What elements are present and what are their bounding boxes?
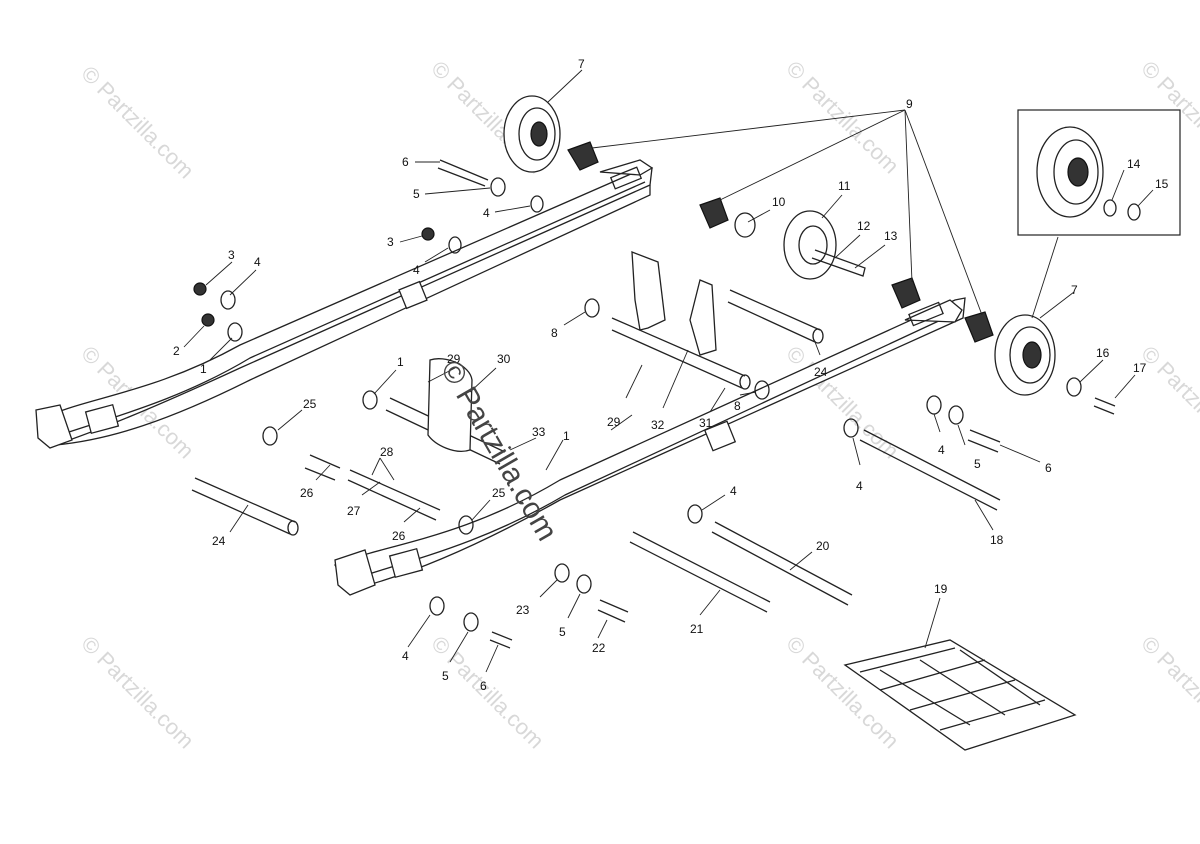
callout-6: 6 xyxy=(402,155,409,169)
callout-30: 30 xyxy=(497,352,511,366)
center-bracket xyxy=(611,251,751,390)
callout-27: 27 xyxy=(347,504,361,518)
callout-4: 4 xyxy=(938,443,945,457)
shafts xyxy=(191,159,1116,649)
callout-1: 1 xyxy=(200,362,207,376)
callout-9: 9 xyxy=(906,97,913,111)
callout-4: 4 xyxy=(254,255,261,269)
callout-14: 14 xyxy=(1127,157,1141,171)
scraper-bracket xyxy=(427,358,473,452)
callout-5: 5 xyxy=(974,457,981,471)
callout-7: 7 xyxy=(1071,283,1078,297)
callout-8: 8 xyxy=(551,326,558,340)
callout-7: 7 xyxy=(578,57,585,71)
leader-lines xyxy=(183,69,1154,673)
callout-22: 22 xyxy=(592,641,606,655)
callout-26: 26 xyxy=(392,529,406,543)
callout-31: 31 xyxy=(699,416,713,430)
callout-4: 4 xyxy=(413,263,420,277)
callout-29: 29 xyxy=(607,415,621,429)
watermark: © Partzilla.com xyxy=(1136,341,1200,464)
callout-1: 1 xyxy=(397,355,404,369)
right-slide-rail xyxy=(334,297,966,596)
callout-17: 17 xyxy=(1133,361,1147,375)
callout-24: 24 xyxy=(212,534,226,548)
callout-4: 4 xyxy=(402,649,409,663)
idler-wheel-center xyxy=(783,210,866,280)
callout-18: 18 xyxy=(990,533,1004,547)
callout-16: 16 xyxy=(1096,346,1110,360)
left-slide-rail xyxy=(35,159,654,449)
inset-wheel xyxy=(1036,126,1141,221)
callout-15: 15 xyxy=(1155,177,1169,191)
callout-19: 19 xyxy=(934,582,948,596)
watermark: © Partzilla.com xyxy=(76,631,199,754)
callout-26: 26 xyxy=(300,486,314,500)
callout-11: 11 xyxy=(838,179,851,193)
callout-3: 3 xyxy=(387,235,394,249)
callout-6: 6 xyxy=(1045,461,1052,475)
callout-23: 23 xyxy=(516,603,530,617)
track-clip-set xyxy=(843,639,1077,751)
washers xyxy=(193,177,1082,632)
callout-6: 6 xyxy=(480,679,487,693)
callout-8: 8 xyxy=(734,399,741,413)
callout-24: 24 xyxy=(814,365,828,379)
idler-wheel-right xyxy=(994,314,1056,396)
callout-labels: 7 9 6 5 4 3 4 3 4 2 1 10 11 12 13 14 15 … xyxy=(173,57,1169,693)
watermark: © Partzilla.com xyxy=(426,631,549,754)
callout-13: 13 xyxy=(884,229,898,243)
callout-33: 33 xyxy=(532,425,546,439)
callout-25: 25 xyxy=(303,397,317,411)
callout-29: 29 xyxy=(447,352,461,366)
bearing-caps xyxy=(567,141,994,343)
callout-21: 21 xyxy=(690,622,704,636)
callout-5: 5 xyxy=(442,669,449,683)
callout-5: 5 xyxy=(559,625,566,639)
callout-1: 1 xyxy=(563,429,570,443)
callout-10: 10 xyxy=(772,195,786,209)
callout-4: 4 xyxy=(483,206,490,220)
callout-12: 12 xyxy=(857,219,871,233)
callout-4: 4 xyxy=(730,484,737,498)
callout-20: 20 xyxy=(816,539,830,553)
callout-28: 28 xyxy=(380,445,394,459)
callout-3: 3 xyxy=(228,248,235,262)
callout-5: 5 xyxy=(413,187,420,201)
callout-2: 2 xyxy=(173,344,180,358)
watermark: © Partzilla.com xyxy=(1136,631,1200,754)
watermark: © Partzilla.com xyxy=(76,61,199,184)
callout-25: 25 xyxy=(492,486,506,500)
callout-4: 4 xyxy=(856,479,863,493)
idler-wheel-upper-left xyxy=(503,95,561,173)
callout-32: 32 xyxy=(651,418,665,432)
